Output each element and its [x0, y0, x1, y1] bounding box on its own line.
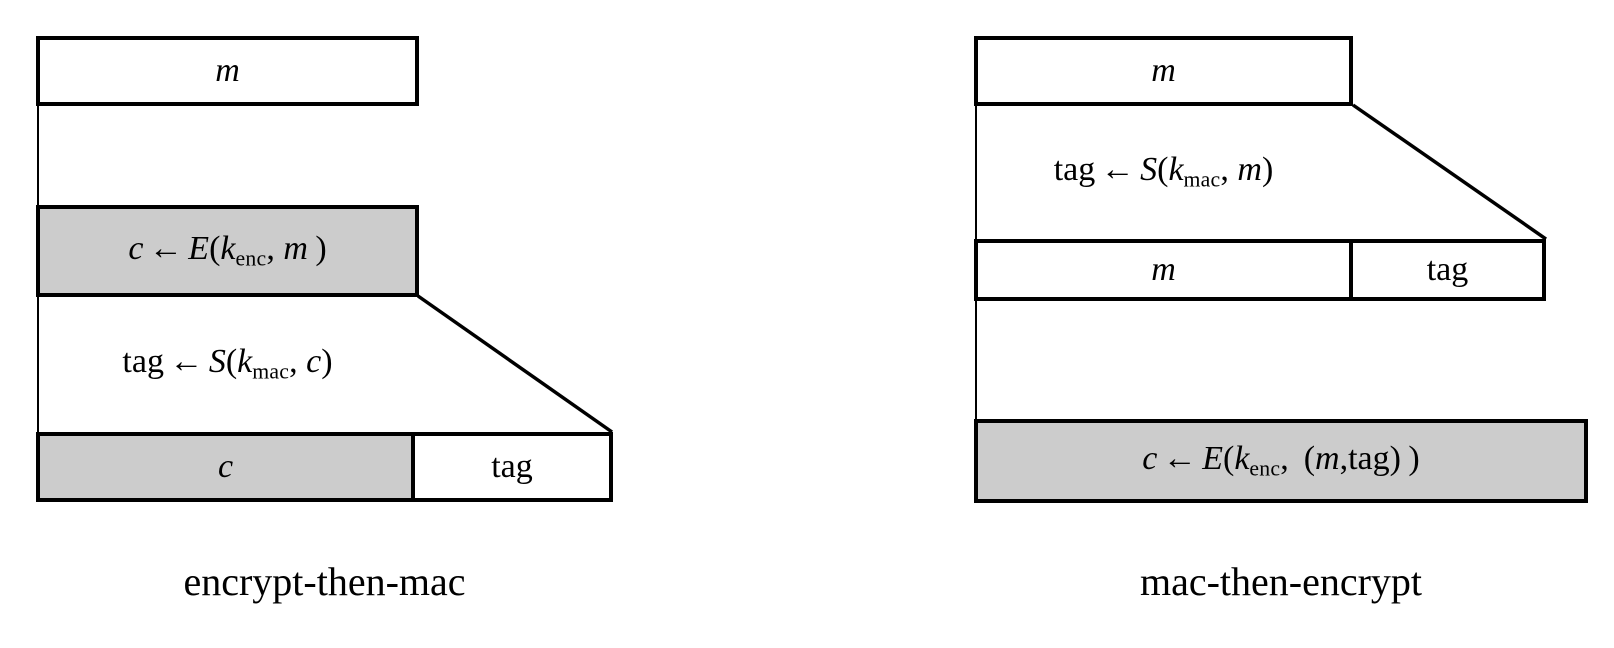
mac-right-lhs: tag: [1053, 151, 1096, 189]
mac-right-fn: S: [1140, 151, 1158, 189]
block-input-message-right: m: [974, 36, 1353, 106]
mac-left-fn: S: [208, 343, 226, 381]
encrypt-right-paren-open: (: [1222, 439, 1235, 477]
encrypt-right-key-subscript: enc: [1249, 456, 1281, 481]
mac-left-lhs: tag: [122, 343, 164, 381]
encrypt-right-paren-close: ): [1408, 439, 1420, 477]
encrypt-right-comma: ,: [1280, 439, 1289, 477]
block-input-message-left: m: [36, 36, 419, 106]
caption-mac-then-encrypt: mac-then-encrypt: [974, 562, 1588, 602]
encrypt-right-arg-message: m: [1315, 439, 1340, 477]
mac-left-key-subscript: mac: [252, 359, 290, 384]
encrypt-right-lhs: c: [1142, 439, 1158, 477]
block-encrypt-right-formula: c←E(kenc,(m,tag)): [1142, 439, 1420, 481]
block-encrypt-left: c←E(kenc, m): [36, 205, 419, 297]
block-input-message-right-label: m: [1151, 52, 1176, 89]
bar-intermediate-right: m tag: [974, 239, 1546, 301]
bar-output-left-cell-tag-label: tag: [491, 448, 533, 485]
connector-line-encrypt-then-mac: [416, 294, 614, 434]
bar-output-left: c tag: [36, 432, 613, 502]
caption-encrypt-then-mac-text: encrypt-then-mac: [183, 559, 466, 604]
bar-intermediate-right-cell-message: m: [978, 243, 1353, 297]
mac-right-arg: m: [1237, 151, 1262, 189]
bar-output-left-cell-ciphertext-label: c: [217, 448, 234, 485]
bar-intermediate-right-cell-tag-label: tag: [1426, 251, 1469, 288]
region-mac-right: tag←S(kmac, m): [974, 106, 1353, 239]
mac-left-paren-open: (: [225, 343, 238, 381]
mac-right-paren-open: (: [1157, 151, 1169, 189]
block-encrypt-left-formula: c←E(kenc, m): [128, 229, 327, 271]
mac-right-key-subscript: mac: [1183, 167, 1221, 192]
connector-line-mac-then-encrypt: [1352, 103, 1547, 241]
region-mac-right-formula: tag←S(kmac, m): [1054, 153, 1274, 191]
encrypt-left-lhs: c: [128, 229, 144, 267]
encrypt-right-fn: E: [1202, 439, 1223, 477]
block-input-message-left-label: m: [215, 52, 240, 89]
bar-output-left-cell-ciphertext: c: [40, 436, 415, 498]
bar-intermediate-right-cell-tag: tag: [1353, 243, 1542, 297]
encrypt-left-fn: E: [188, 229, 210, 267]
caption-encrypt-then-mac: encrypt-then-mac: [36, 562, 613, 602]
encrypt-right-tuple-open: (: [1303, 439, 1316, 477]
encrypt-right-tuple-close: ): [1389, 439, 1401, 477]
encrypt-right-key: k: [1234, 439, 1250, 477]
encrypt-left-comma: ,: [266, 229, 284, 267]
mac-right-paren-close: ): [1261, 151, 1274, 189]
mac-left-paren-close: ): [321, 343, 333, 381]
mac-right-key: k: [1168, 151, 1184, 189]
block-encrypt-right: c←E(kenc,(m,tag)): [974, 419, 1588, 503]
bar-output-left-cell-tag: tag: [415, 436, 609, 498]
mac-left-arg: c: [306, 343, 322, 381]
encrypt-left-arrow: ←: [148, 229, 183, 267]
encrypt-right-arg-tag: tag: [1348, 439, 1390, 477]
encrypt-left-key-subscript: enc: [235, 246, 267, 271]
bar-intermediate-right-cell-message-label: m: [1151, 251, 1176, 288]
mac-right-arrow: ←: [1100, 151, 1135, 189]
mac-left-key: k: [237, 343, 253, 381]
caption-mac-then-encrypt-text: mac-then-encrypt: [1139, 559, 1423, 604]
mac-left-arrow: ←: [169, 343, 204, 381]
encrypt-left-paren-close: ): [315, 229, 327, 267]
encrypt-left-arg: m: [283, 229, 308, 267]
encrypt-left-paren-open: (: [209, 229, 221, 267]
encrypt-right-arrow: ←: [1162, 439, 1197, 477]
region-mac-left-formula: tag←S(kmac, c): [122, 345, 332, 383]
region-mac-left: tag←S(kmac, c): [36, 297, 419, 432]
encrypt-right-tuple-comma: ,: [1339, 439, 1349, 477]
mac-right-comma: ,: [1220, 151, 1238, 189]
mac-left-comma: ,: [289, 343, 307, 381]
encrypt-left-key: k: [220, 229, 236, 267]
